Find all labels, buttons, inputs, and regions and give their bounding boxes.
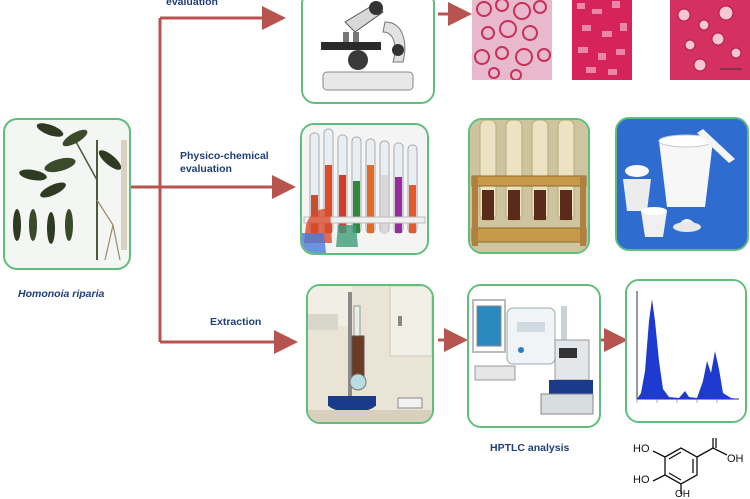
- hydroxyl-label-1: HO: [633, 443, 650, 455]
- plant-name-label: Homonoia riparia: [18, 288, 105, 300]
- physico-chemical-label-line2: evaluation: [180, 163, 232, 175]
- test-tube-rack-image: [300, 123, 429, 255]
- extraction-apparatus-image: [306, 284, 434, 424]
- hydroxyl-label-2: HO: [633, 474, 650, 486]
- wooden-rack-image: [468, 118, 590, 254]
- plant-specimen-image: [3, 118, 131, 270]
- acid-hydroxyl-label: OH: [727, 453, 744, 465]
- stained-section-image-2: [572, 0, 632, 80]
- hptlc-label: HPTLC analysis: [490, 442, 570, 454]
- chromatogram-image: [625, 279, 747, 423]
- stained-section-image: [472, 0, 552, 80]
- crucible-image: [615, 117, 749, 251]
- stained-section-image-3: [670, 0, 750, 80]
- physico-chemical-label-line1: Physico-chemical: [180, 150, 269, 162]
- hptlc-instrument-image: [467, 284, 601, 428]
- gallic-acid-structure: HO HO OH OH: [625, 437, 750, 499]
- extraction-label: Extraction: [210, 316, 262, 328]
- microscope-image: [301, 0, 435, 104]
- morphology-evaluation-label: evaluation: [166, 0, 218, 8]
- bottom-hydroxyl-label: OH: [675, 489, 690, 499]
